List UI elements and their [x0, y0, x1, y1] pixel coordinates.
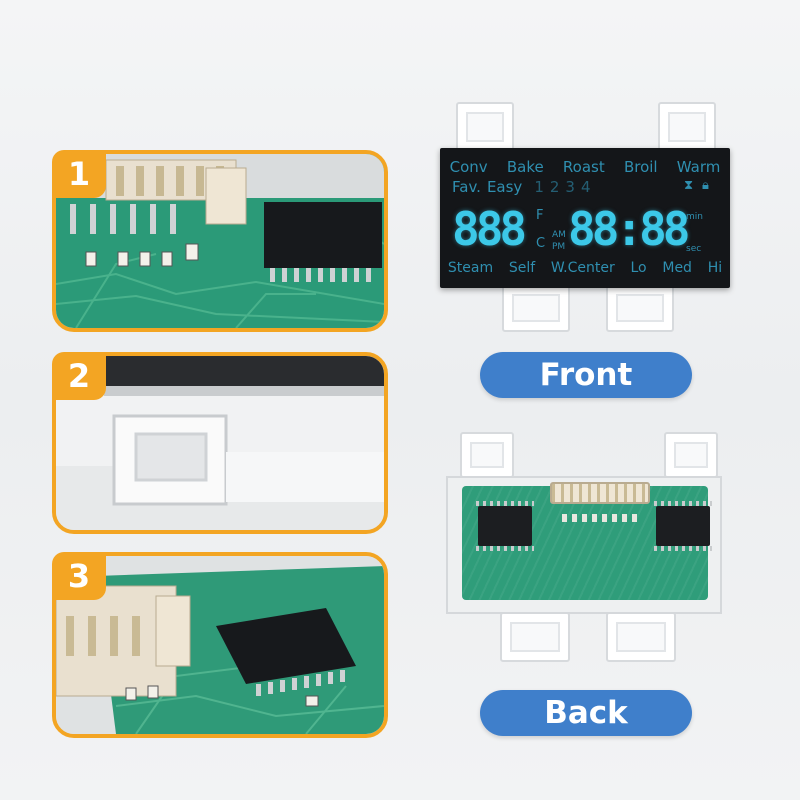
mode-bake: Bake [506, 158, 544, 176]
front-display-panel: Conv Bake Roast Broil Warm Fav. Easy 1 2… [440, 148, 730, 288]
right-ic-chip [654, 501, 712, 551]
front-top-left-tab [456, 102, 514, 152]
back-top-right-tab [664, 432, 718, 478]
pcb-closeup-3-image [56, 556, 384, 734]
level-med: Med [662, 260, 692, 276]
back-bottom-right-tab [606, 612, 676, 662]
mode-conv: Conv [449, 158, 488, 176]
preset-2: 2 [549, 178, 560, 196]
panel-3-closeup-chip [52, 552, 388, 738]
back-bottom-left-tab [500, 612, 570, 662]
front-bottom-left-tab [502, 284, 570, 332]
sec-indicator: sec [686, 244, 702, 254]
back-pcb-housing [446, 476, 722, 614]
front-label: Front [480, 352, 692, 398]
mode-steam: Steam [447, 260, 494, 276]
panel-1-closeup-connector [52, 150, 388, 332]
panel-2-number-badge: 2 [52, 352, 106, 400]
left-ic-chip [476, 501, 534, 551]
small-components [562, 514, 642, 522]
level-hi: Hi [707, 260, 723, 276]
mounting-tab-closeup-image [56, 356, 384, 530]
mode-warm: Warm [676, 158, 721, 176]
preset-3: 3 [565, 178, 575, 196]
unit-c: C [536, 236, 546, 251]
pm-indicator: PM [552, 242, 566, 252]
mode-roast: Roast [562, 158, 605, 176]
preset-1: 1 [534, 178, 544, 196]
front-display-second-row: Fav. Easy 1 2 3 4 [452, 178, 591, 196]
ribbon-connector [550, 482, 650, 504]
am-indicator: AM [552, 230, 566, 240]
front-display-bottom-row: Steam Self W.Center Lo Med Hi [440, 260, 730, 276]
back-pcb-board [462, 482, 712, 600]
mode-broil: Broil [623, 158, 658, 176]
panel-3-number-badge: 3 [52, 552, 106, 600]
mode-w-center: W.Center [550, 260, 615, 276]
mode-self: Self [508, 260, 536, 276]
min-indicator: min [686, 212, 703, 222]
front-display-top-row: Conv Bake Roast Broil Warm [440, 158, 730, 176]
lock-icon: 🔒︎ [702, 178, 709, 193]
temperature-digits: 888 [452, 202, 527, 256]
unit-f: F [536, 208, 544, 223]
front-top-right-tab [658, 102, 716, 152]
panel-2-closeup-mounting-tab [52, 352, 388, 534]
back-top-left-tab [460, 432, 514, 478]
level-lo: Lo [630, 260, 647, 276]
timer-icon: ⧗ [684, 178, 694, 193]
front-bottom-right-tab [606, 284, 674, 332]
mode-easy: Easy [486, 178, 523, 196]
preset-4: 4 [580, 178, 591, 196]
mode-fav: Fav. [452, 178, 481, 196]
back-label: Back [480, 690, 692, 736]
panel-1-number-badge: 1 [52, 150, 106, 198]
pcb-closeup-1-image [56, 154, 384, 328]
time-digits: 88:88 [568, 202, 691, 256]
